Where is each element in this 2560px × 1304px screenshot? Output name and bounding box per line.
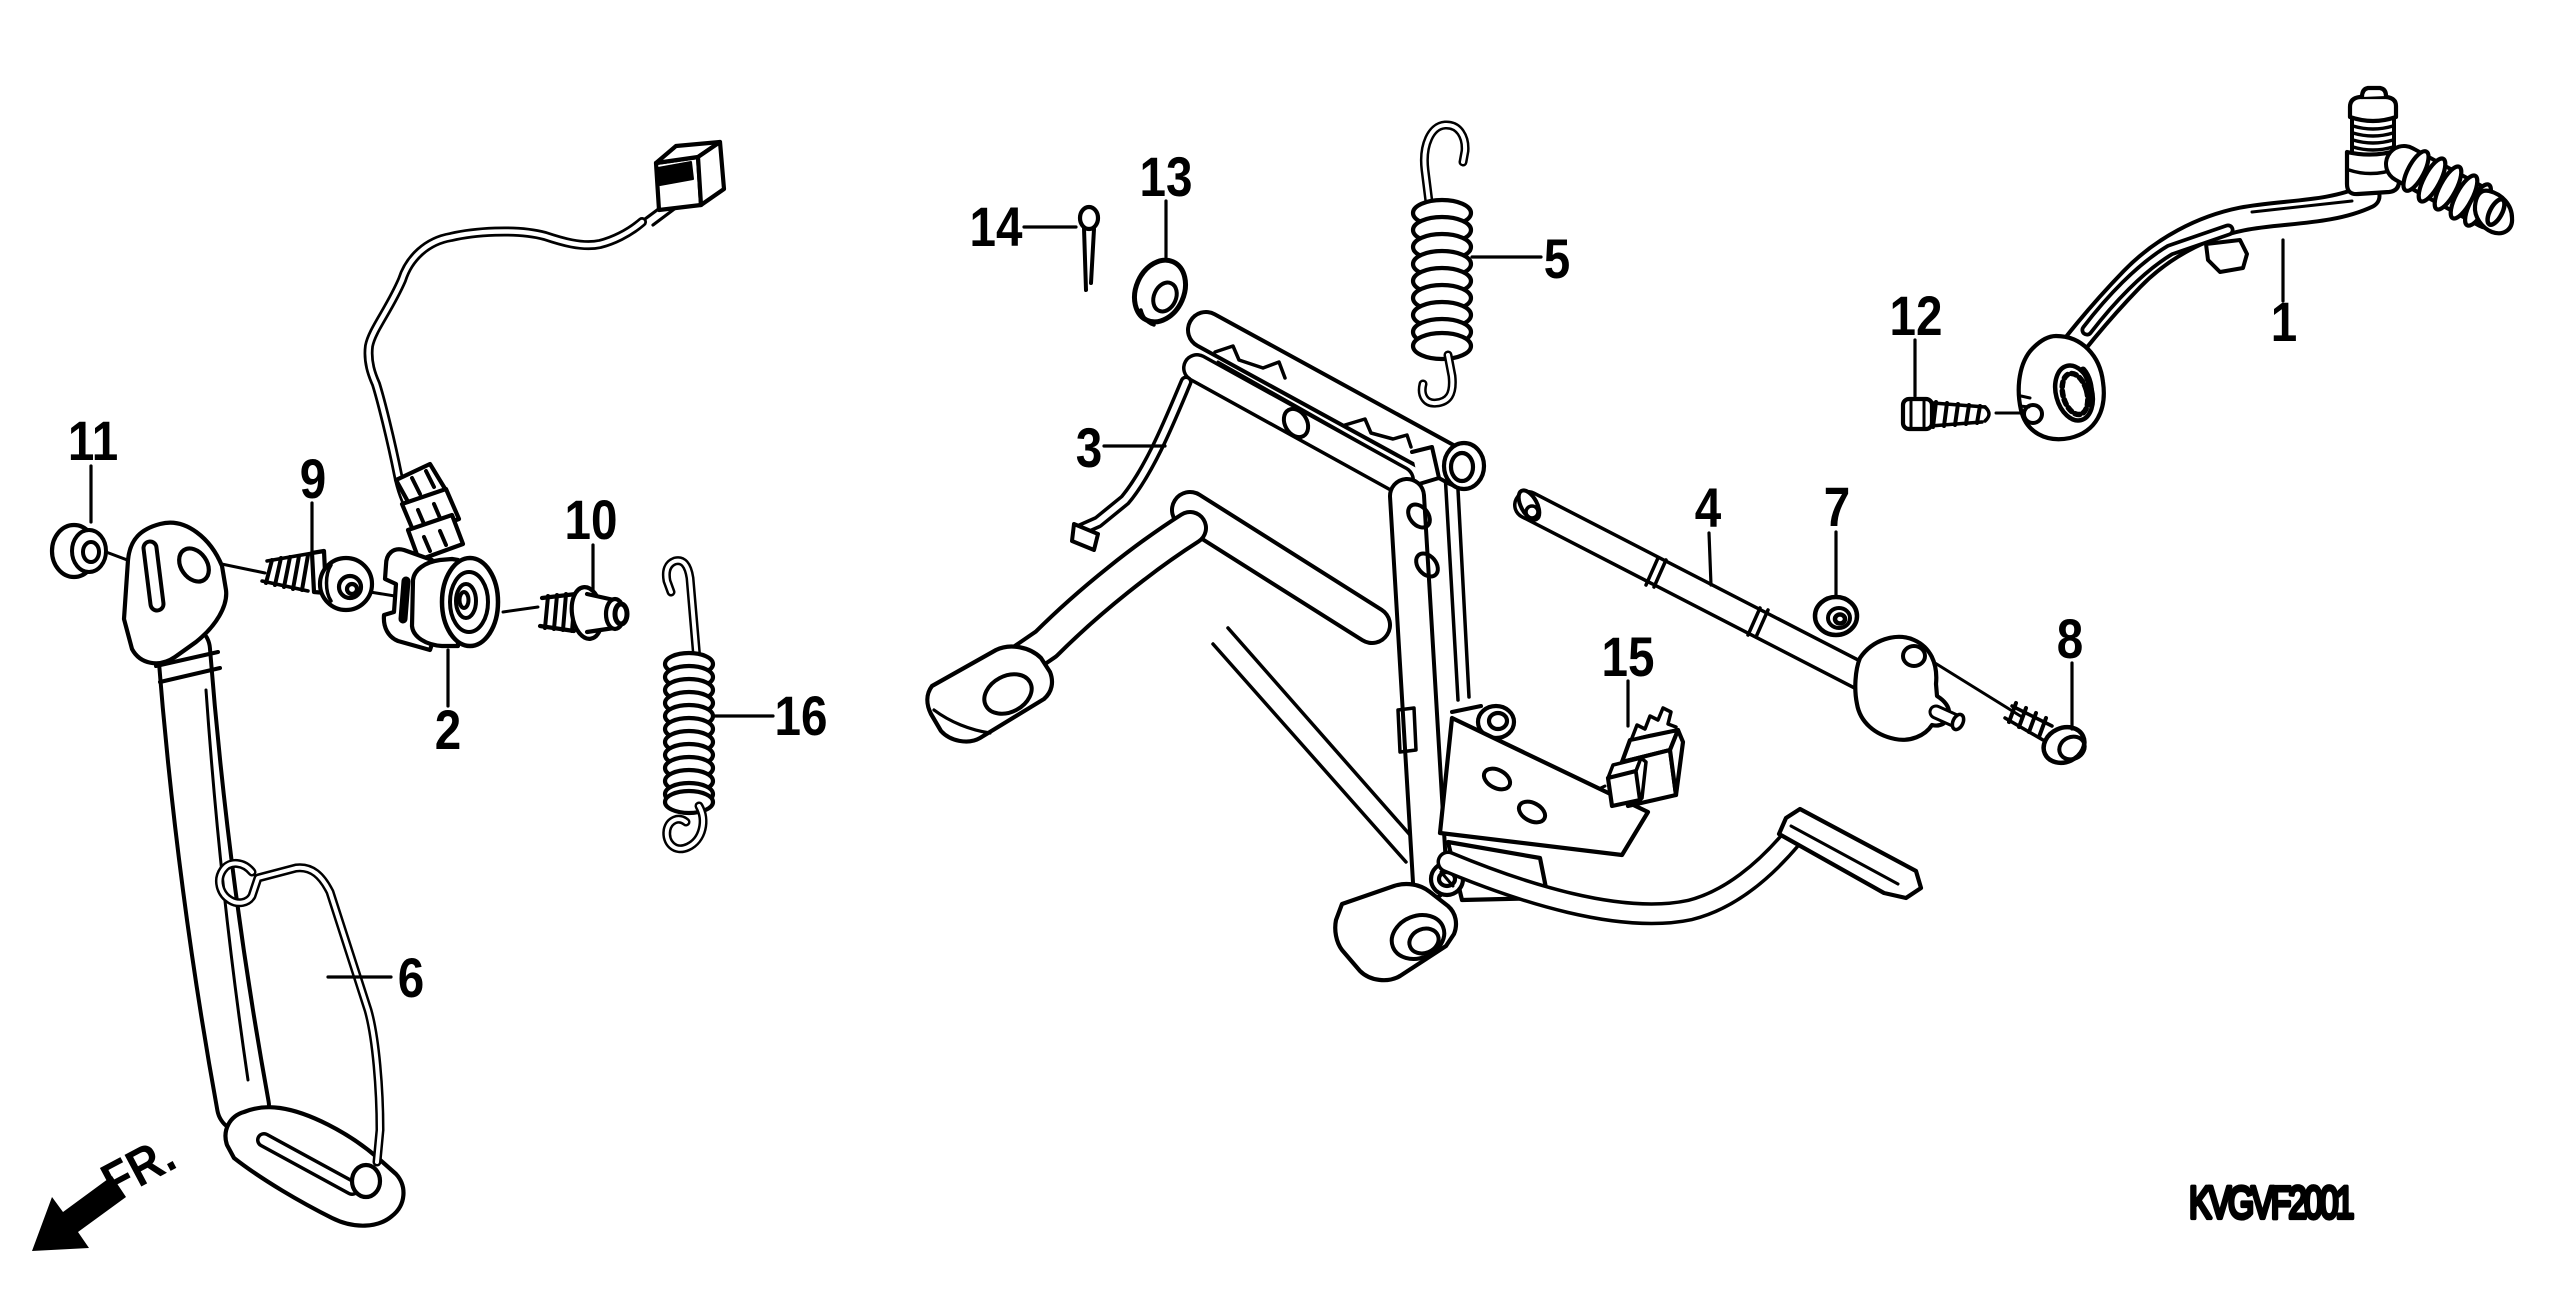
svg-text:10: 10	[565, 489, 618, 551]
svg-text:5: 5	[1544, 228, 1570, 290]
svg-text:2: 2	[435, 699, 461, 761]
svg-text:7: 7	[1824, 476, 1850, 538]
svg-text:6: 6	[398, 947, 424, 1009]
svg-text:9: 9	[300, 448, 326, 510]
svg-text:8: 8	[2057, 608, 2083, 670]
svg-text:12: 12	[1890, 285, 1943, 347]
svg-text:13: 13	[1140, 146, 1193, 208]
svg-text:4: 4	[1695, 477, 1722, 539]
svg-text:16: 16	[775, 685, 828, 747]
svg-text:15: 15	[1602, 626, 1655, 688]
svg-text:11: 11	[68, 410, 118, 472]
svg-text:14: 14	[970, 196, 1023, 258]
svg-text:3: 3	[1076, 417, 1102, 479]
svg-text:KVGVF2001: KVGVF2001	[2189, 1178, 2353, 1228]
svg-text:1: 1	[2271, 291, 2297, 353]
